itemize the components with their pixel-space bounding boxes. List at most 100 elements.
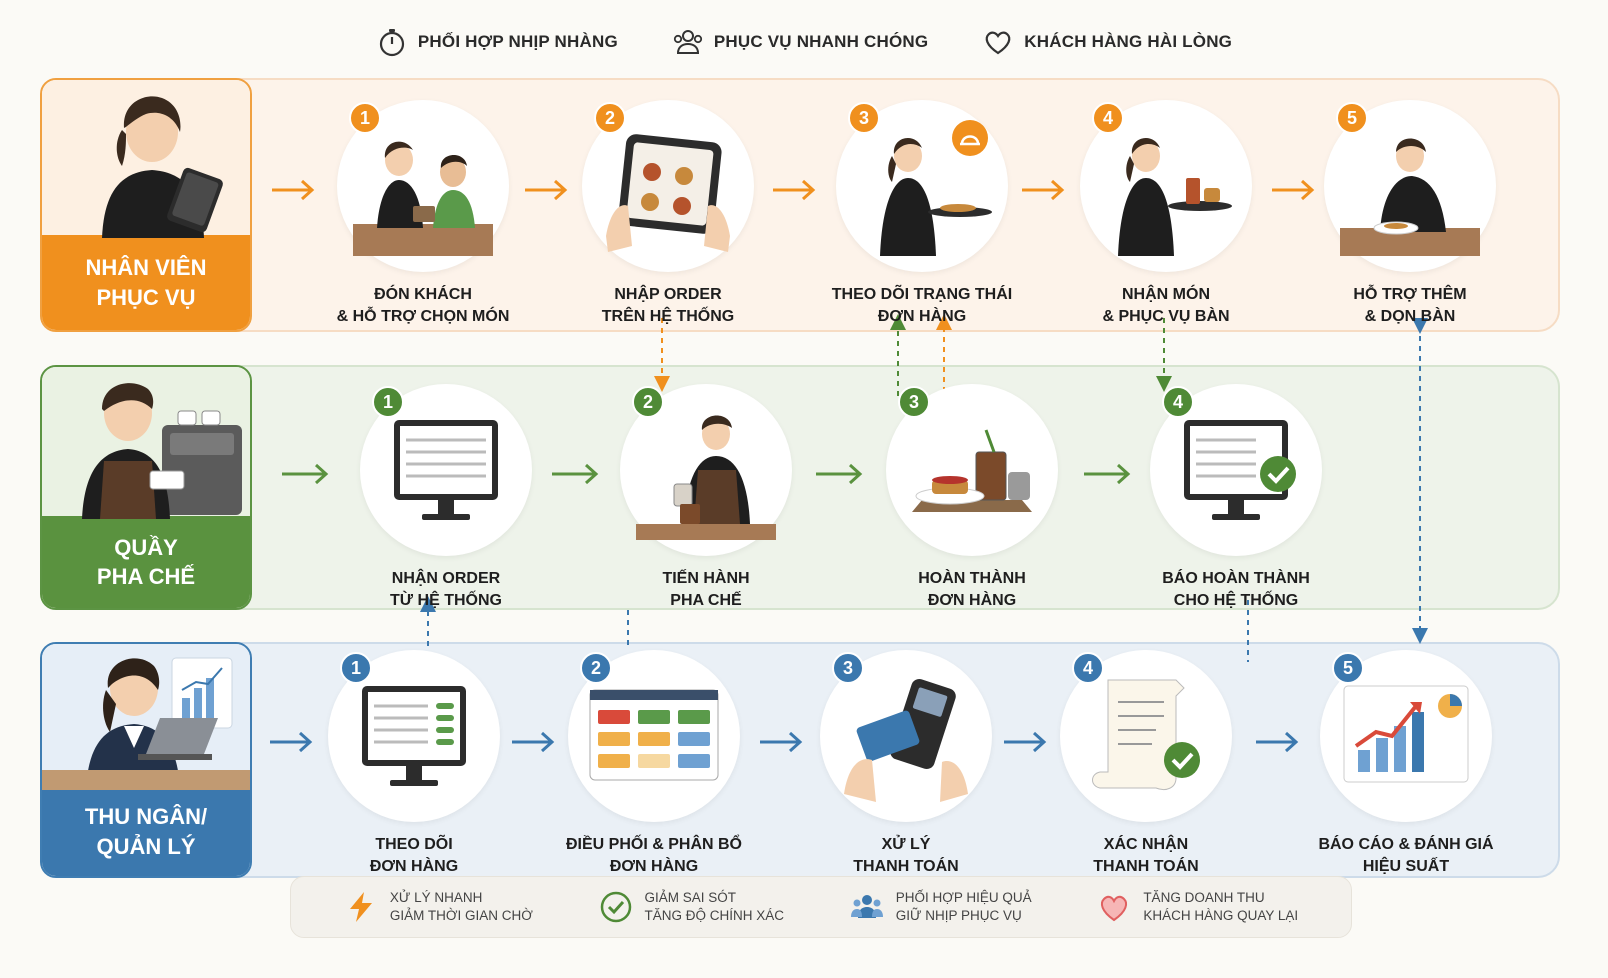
role-card-service-staff: NHÂN VIÊN PHỤC VỤ xyxy=(40,78,252,332)
step-number-badge: 2 xyxy=(580,652,612,684)
check-circle-icon xyxy=(600,891,631,923)
step-caption: THEO DÕI TRẠNG THÁI ĐƠN HÀNG xyxy=(831,286,1013,325)
step-number-badge: 5 xyxy=(1336,102,1368,134)
cashier-step-4: 4 XÁC NHẬN THANH TOÁN xyxy=(1036,650,1256,877)
step-circle: 4 xyxy=(1150,384,1322,556)
step-number-badge: 1 xyxy=(349,102,381,134)
report-complete-illustration xyxy=(1184,420,1296,520)
step-circle: 1 xyxy=(328,650,500,822)
role-label-bar: QUẦY PHA CHẾ xyxy=(42,516,250,608)
step-circle: 1 xyxy=(360,384,532,556)
barista-illustration xyxy=(42,367,250,519)
step-circle: 4 xyxy=(1060,650,1232,822)
order-tracking-monitor-illustration xyxy=(362,686,466,786)
step-number-badge: 5 xyxy=(1332,652,1364,684)
benefit-coordination: PHỐI HỢP HIỆU QUẢ GIỮ NHỊP PHỤC VỤ xyxy=(850,889,1032,925)
tablet-order-illustration xyxy=(606,134,730,252)
lightning-icon xyxy=(349,892,372,922)
step-number-badge: 1 xyxy=(372,386,404,418)
step-number-badge: 2 xyxy=(632,386,664,418)
service-step-1: 1 ĐÓN KHÁCH & HỖ TRỢ CHỌN MÓN xyxy=(313,100,533,327)
top-benefits-bar: PHỐI HỢP NHỊP NHÀNG PHỤC VỤ NHANH CHÓNG … xyxy=(0,22,1608,62)
step-number-badge: 4 xyxy=(1092,102,1124,134)
top-benefit-satisfaction: KHÁCH HÀNG HÀI LÒNG xyxy=(982,26,1232,58)
benefit-line-1: TĂNG DOANH THU xyxy=(1143,889,1265,905)
team-icon xyxy=(673,30,702,54)
step-caption: ĐIỀU PHỐI & PHÂN BỔ ĐƠN HÀNG xyxy=(565,836,742,875)
cashier-step-2: 2 ĐIỀU PHỐI & PHÂN BỔ ĐƠN HÀNG xyxy=(544,650,764,877)
greeting-customer-illustration xyxy=(353,141,493,256)
step-caption: BÁO CÁO & ĐÁNH GIÁ HIỆU SUẤT xyxy=(1318,836,1494,875)
step-number-badge: 2 xyxy=(594,102,626,134)
bar-step-3: 3 HOÀN THÀNH ĐƠN HÀNG xyxy=(862,384,1082,611)
step-number-badge: 4 xyxy=(1162,386,1194,418)
heart-icon xyxy=(986,31,1011,55)
cashier-step-5: 5 BÁO CÁO & ĐÁNH GIÁ HIỆU SUẤT xyxy=(1296,650,1516,877)
order-monitor-illustration xyxy=(394,420,498,520)
bar-step-4: 4 BÁO HOÀN THÀNH CHO HỆ THỐNG xyxy=(1126,384,1346,611)
step-number-badge: 3 xyxy=(848,102,880,134)
step-number-badge: 1 xyxy=(340,652,372,684)
step-circle: 4 xyxy=(1080,100,1252,272)
top-benefit-label: PHỤC VỤ NHANH CHÓNG xyxy=(713,32,929,51)
benefit-line-2: KHÁCH HÀNG QUAY LẠI xyxy=(1143,908,1299,923)
step-circle: 3 xyxy=(820,650,992,822)
step-caption: TIẾN HÀNH PHA CHẾ xyxy=(662,570,750,609)
service-step-2: 2 NHẬP ORDER TRÊN HỆ THỐNG xyxy=(558,100,778,327)
tracking-status-illustration xyxy=(880,120,992,256)
performance-report-illustration xyxy=(1343,685,1469,783)
benefit-line-2: GIẢM THỜI GIAN CHỜ xyxy=(389,908,533,923)
bar-step-1: 1 NHẬN ORDER TỪ HỆ THỐNG xyxy=(336,384,556,611)
payment-terminal-illustration xyxy=(844,679,968,802)
mixing-drink-illustration xyxy=(636,415,776,540)
benefit-line-1: XỬ LÝ NHANH xyxy=(389,889,483,905)
cashier-step-3: 3 XỬ LÝ THANH TOÁN xyxy=(796,650,1016,877)
step-caption: NHẬN MÓN & PHỤC VỤ BÀN xyxy=(1102,286,1230,325)
step-circle: 1 xyxy=(337,100,509,272)
step-caption: XỬ LÝ THANH TOÁN xyxy=(853,836,959,875)
step-number-badge: 3 xyxy=(898,386,930,418)
role-card-bar: QUẦY PHA CHẾ xyxy=(40,365,252,610)
service-step-3: 3 THEO DÕI TRẠNG THÁI ĐƠN HÀNG xyxy=(812,100,1032,327)
benefit-line-2: TĂNG ĐỘ CHÍNH XÁC xyxy=(644,908,785,923)
dispatch-board-illustration xyxy=(589,689,719,781)
step-caption: HOÀN THÀNH ĐƠN HÀNG xyxy=(918,570,1026,609)
step-circle: 2 xyxy=(568,650,740,822)
role-label-cashier: THU NGÂN/ QUẢN LÝ xyxy=(42,787,250,876)
step-caption: NHẬN ORDER TỪ HỆ THỐNG xyxy=(390,570,502,609)
waiter-illustration xyxy=(42,80,250,238)
top-benefit-label: PHỐI HỢP NHỊP NHÀNG xyxy=(417,32,618,51)
people-icon xyxy=(850,895,883,918)
bar-step-2: 2 TIẾN HÀNH PHA CHẾ xyxy=(596,384,816,611)
top-benefit-coordination: PHỐI HỢP NHỊP NHÀNG xyxy=(376,26,618,58)
finished-order-illustration xyxy=(912,429,1032,512)
step-circle: 3 xyxy=(836,100,1008,272)
serving-table-illustration xyxy=(1118,137,1232,256)
step-number-badge: 3 xyxy=(832,652,864,684)
cashier-step-1: 1 THEO DÕI ĐƠN HÀNG xyxy=(304,650,524,877)
step-caption: BÁO HOÀN THÀNH CHO HỆ THỐNG xyxy=(1162,570,1310,609)
step-circle: 3 xyxy=(886,384,1058,556)
step-circle: 2 xyxy=(620,384,792,556)
heart-icon xyxy=(1101,895,1128,922)
step-caption: HỖ TRỢ THÊM & DỌN BÀN xyxy=(1353,286,1467,325)
benefit-line-1: PHỐI HỢP HIỆU QUẢ xyxy=(895,889,1032,905)
step-number-badge: 4 xyxy=(1072,652,1104,684)
step-caption: ĐÓN KHÁCH & HỖ TRỢ CHỌN MÓN xyxy=(336,286,510,325)
benefit-revenue: TĂNG DOANH THU KHÁCH HÀNG QUAY LẠI xyxy=(1097,889,1298,925)
stopwatch-icon xyxy=(379,29,404,57)
top-benefit-label: KHÁCH HÀNG HÀI LÒNG xyxy=(1024,32,1233,51)
bottom-benefits-bar: XỬ LÝ NHANH GIẢM THỜI GIAN CHỜ GIẢM SAI S… xyxy=(290,876,1352,938)
role-label-service: NHÂN VIÊN PHỤC VỤ xyxy=(42,235,250,330)
manager-illustration xyxy=(42,644,250,790)
step-circle: 2 xyxy=(582,100,754,272)
step-caption: NHẬP ORDER TRÊN HỆ THỐNG xyxy=(601,286,735,325)
role-card-cashier: THU NGÂN/ QUẢN LÝ xyxy=(40,642,252,878)
step-caption: XÁC NHẬN THANH TOÁN xyxy=(1093,836,1199,875)
benefit-line-2: GIỮ NHỊP PHỤC VỤ xyxy=(895,908,1022,923)
step-caption: THEO DÕI ĐƠN HÀNG xyxy=(369,836,459,875)
step-circle: 5 xyxy=(1320,650,1492,822)
service-step-4: 4 NHẬN MÓN & PHỤC VỤ BÀN xyxy=(1056,100,1276,327)
